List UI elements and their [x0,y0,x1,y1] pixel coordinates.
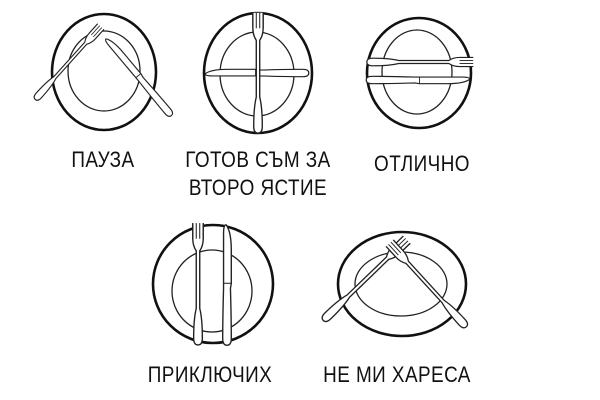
plate-pause [31,12,175,132]
plate-excellent [365,16,474,130]
plate-ready-for-second-course [202,11,314,135]
knife-icon [222,224,232,346]
label-ready-line1: ГОТОВ СЪМ ЗА [185,147,331,172]
knife-icon [365,75,471,85]
label-ready-line2: ВТОРО ЯСТИЕ [188,175,328,200]
label-finished: ПРИКЛЮЧИХ [147,362,273,387]
label-pause: ПАУЗА [71,147,135,172]
plate-dislike [319,230,471,338]
label-excellent: ОТЛИЧНО [374,151,470,176]
plate-finished [151,222,275,346]
label-dislike: НЕ МИ ХАРЕСА [323,362,471,387]
